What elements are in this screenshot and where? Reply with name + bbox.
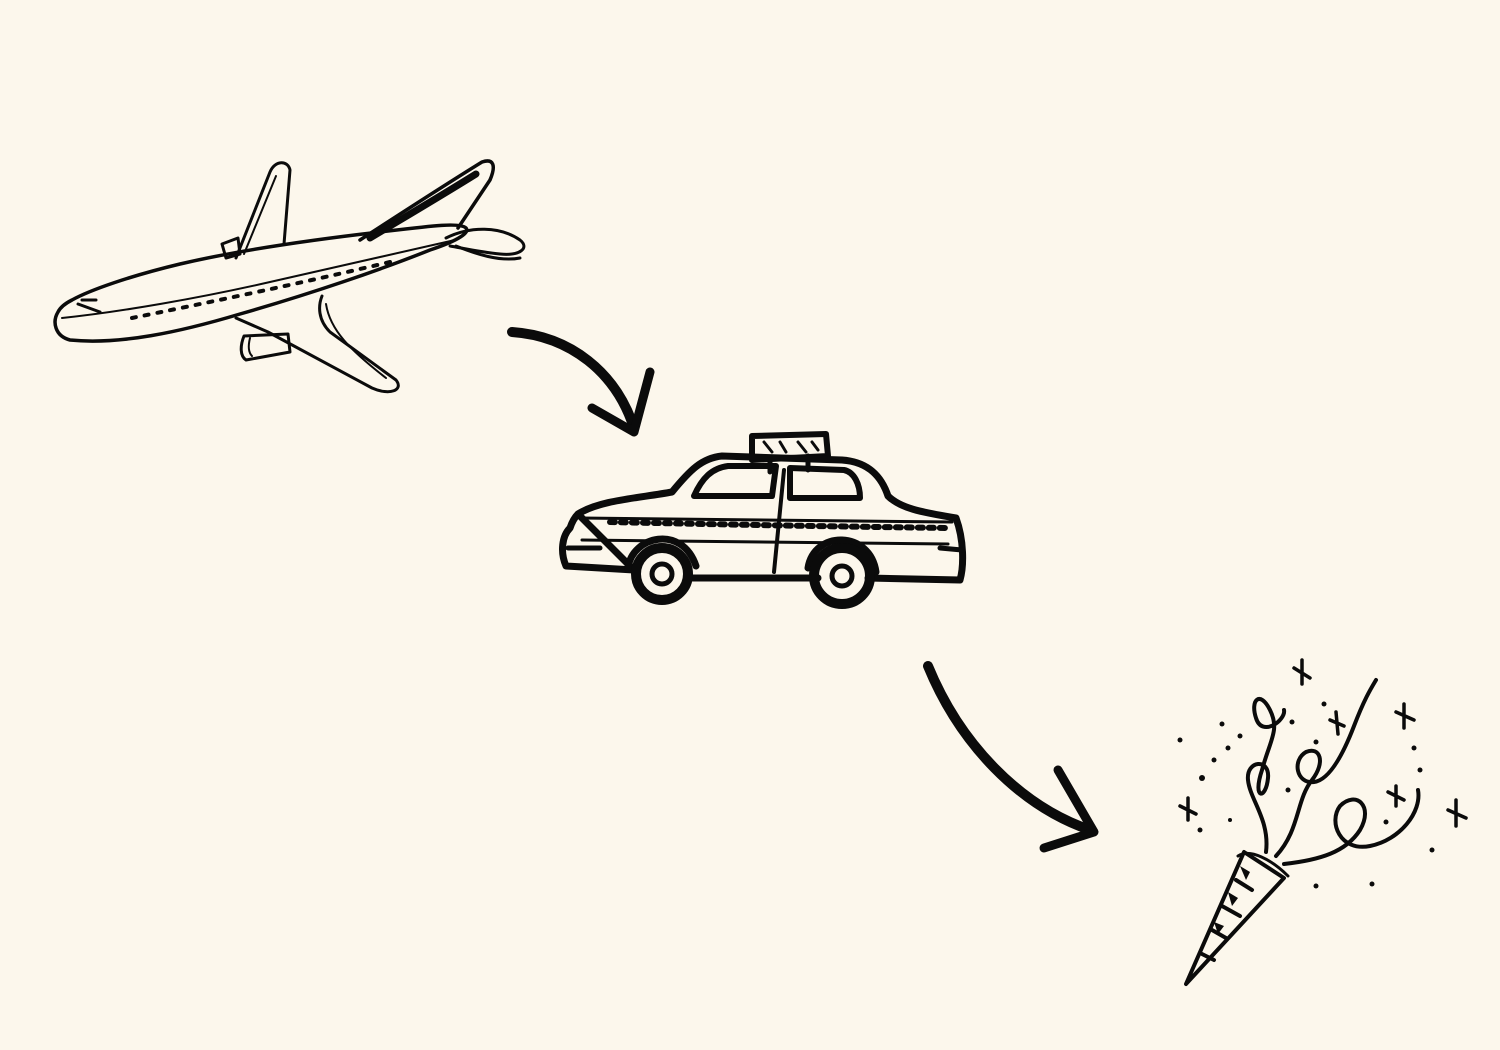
taxi-rear-wheel: [809, 543, 875, 609]
curved-arrow-icon: [507, 327, 655, 437]
party-popper-icon: [1177, 658, 1468, 986]
taxi-icon: [559, 431, 967, 609]
curved-arrow-icon: [923, 661, 1099, 853]
airplane-icon: [53, 159, 526, 394]
taxi-front-wheel: [631, 543, 693, 605]
